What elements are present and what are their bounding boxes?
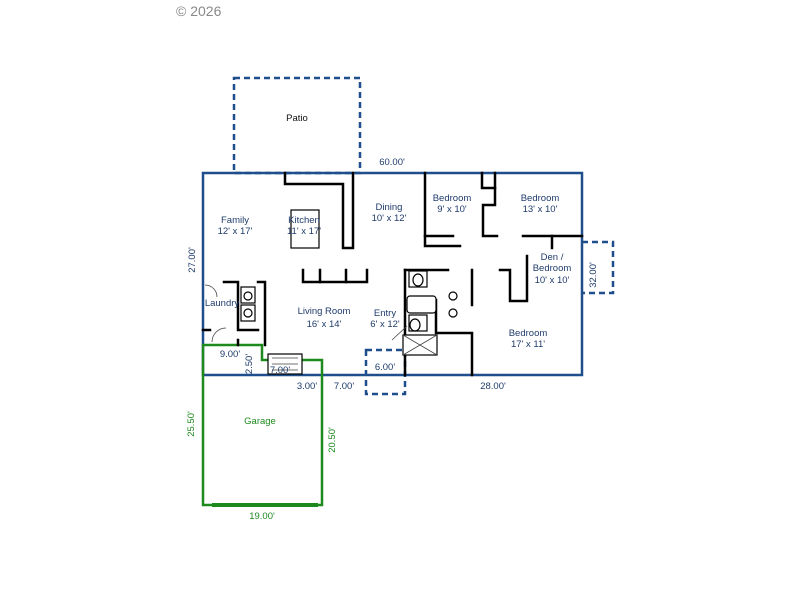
patio-label: Patio (286, 113, 308, 124)
fixtures (240, 270, 458, 375)
dim-garage-width: 19.00' (249, 511, 275, 522)
bedroom2-size: 13' x 10' (523, 204, 558, 215)
garage-outline (201, 343, 324, 507)
dim-garage-step: 2.50' (244, 354, 255, 374)
dim-garage-right: 20.50' (327, 427, 338, 453)
door-swings (204, 284, 408, 343)
den-label: Den / (541, 252, 564, 263)
bedroom3-label: Bedroom (509, 328, 548, 339)
den-size: 10' x 10' (535, 275, 570, 286)
dim-entry-width: 6.00' (375, 362, 395, 373)
garage-label: Garage (244, 416, 276, 427)
den-label-2: Bedroom (533, 263, 572, 274)
kitchen-island (290, 209, 320, 249)
dim-top-width: 60.00' (379, 157, 405, 168)
dim-right-bump: 32.00' (588, 262, 599, 288)
bedroom2-label: Bedroom (521, 193, 560, 204)
dim-garage-top: 9.00' (220, 349, 240, 360)
dim-garage-height: 25.50' (186, 411, 197, 437)
dining-label: Dining (376, 202, 403, 213)
dim-left-height: 27.00' (187, 247, 198, 273)
bedroom1-label: Bedroom (433, 193, 472, 204)
interior-walls (201, 171, 584, 377)
dim-bottom-right: 28.00' (480, 381, 506, 392)
house-exterior (201, 171, 584, 377)
family-label: Family (221, 215, 249, 226)
bedroom3-size: 17' x 11' (511, 339, 545, 350)
den-bump (582, 240, 615, 295)
dim-garage-offset: 3.00' (297, 381, 317, 392)
dining-size: 10' x 12' (372, 213, 407, 224)
entry-size: 6' x 12' (370, 319, 400, 330)
kitchen-size: 11' x 17' (287, 226, 321, 237)
dim-fireplace: 7.00' (270, 365, 290, 376)
dim-entry-offset: 7.00' (334, 381, 354, 392)
patio-outline (232, 76, 362, 175)
bedroom1-size: 9' x 10' (437, 204, 467, 215)
entry-label: Entry (374, 308, 396, 319)
laundry-label: Laundry (205, 298, 240, 309)
copyright-text: © 2026 (176, 3, 222, 19)
family-size: 12' x 17' (218, 226, 253, 237)
living-label: Living Room (298, 306, 351, 317)
living-size: 16' x 14' (307, 319, 342, 330)
kitchen-label: Kitchen (288, 215, 320, 226)
